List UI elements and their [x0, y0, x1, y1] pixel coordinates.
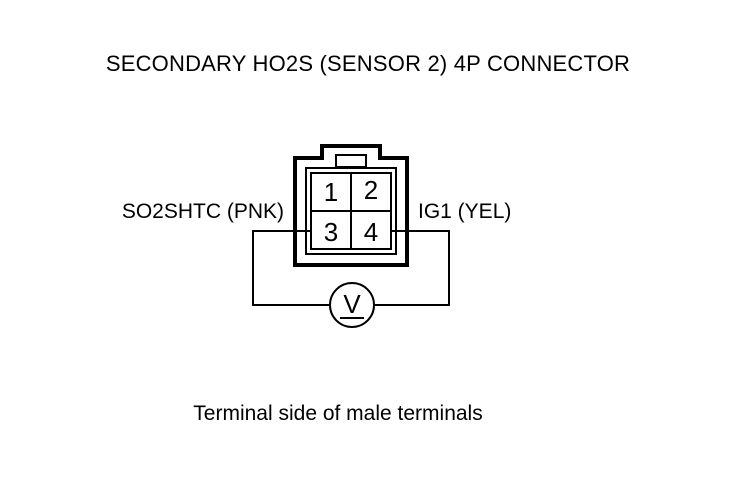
connector-latch	[335, 154, 367, 168]
connector-housing	[293, 144, 409, 267]
diagram-title: SECONDARY HO2S (SENSOR 2) 4P CONNECTOR	[105, 51, 631, 76]
diagram-caption: Terminal side of male terminals	[193, 402, 483, 425]
right-test-lead	[374, 230, 450, 306]
pin-1-number: 1	[324, 177, 338, 207]
pin-2-number: 2	[364, 175, 378, 205]
left-wire-label: SO2SHTC (PNK)	[121, 200, 284, 223]
pin-4-number: 4	[364, 217, 378, 247]
voltmeter-symbol: V	[343, 289, 361, 319]
right-wire-label: IG1 (YEL)	[418, 200, 512, 223]
voltmeter-icon: V	[329, 282, 375, 328]
connector-inner-body	[305, 167, 397, 255]
pin-3-number: 3	[324, 217, 338, 247]
left-test-lead	[252, 230, 330, 306]
